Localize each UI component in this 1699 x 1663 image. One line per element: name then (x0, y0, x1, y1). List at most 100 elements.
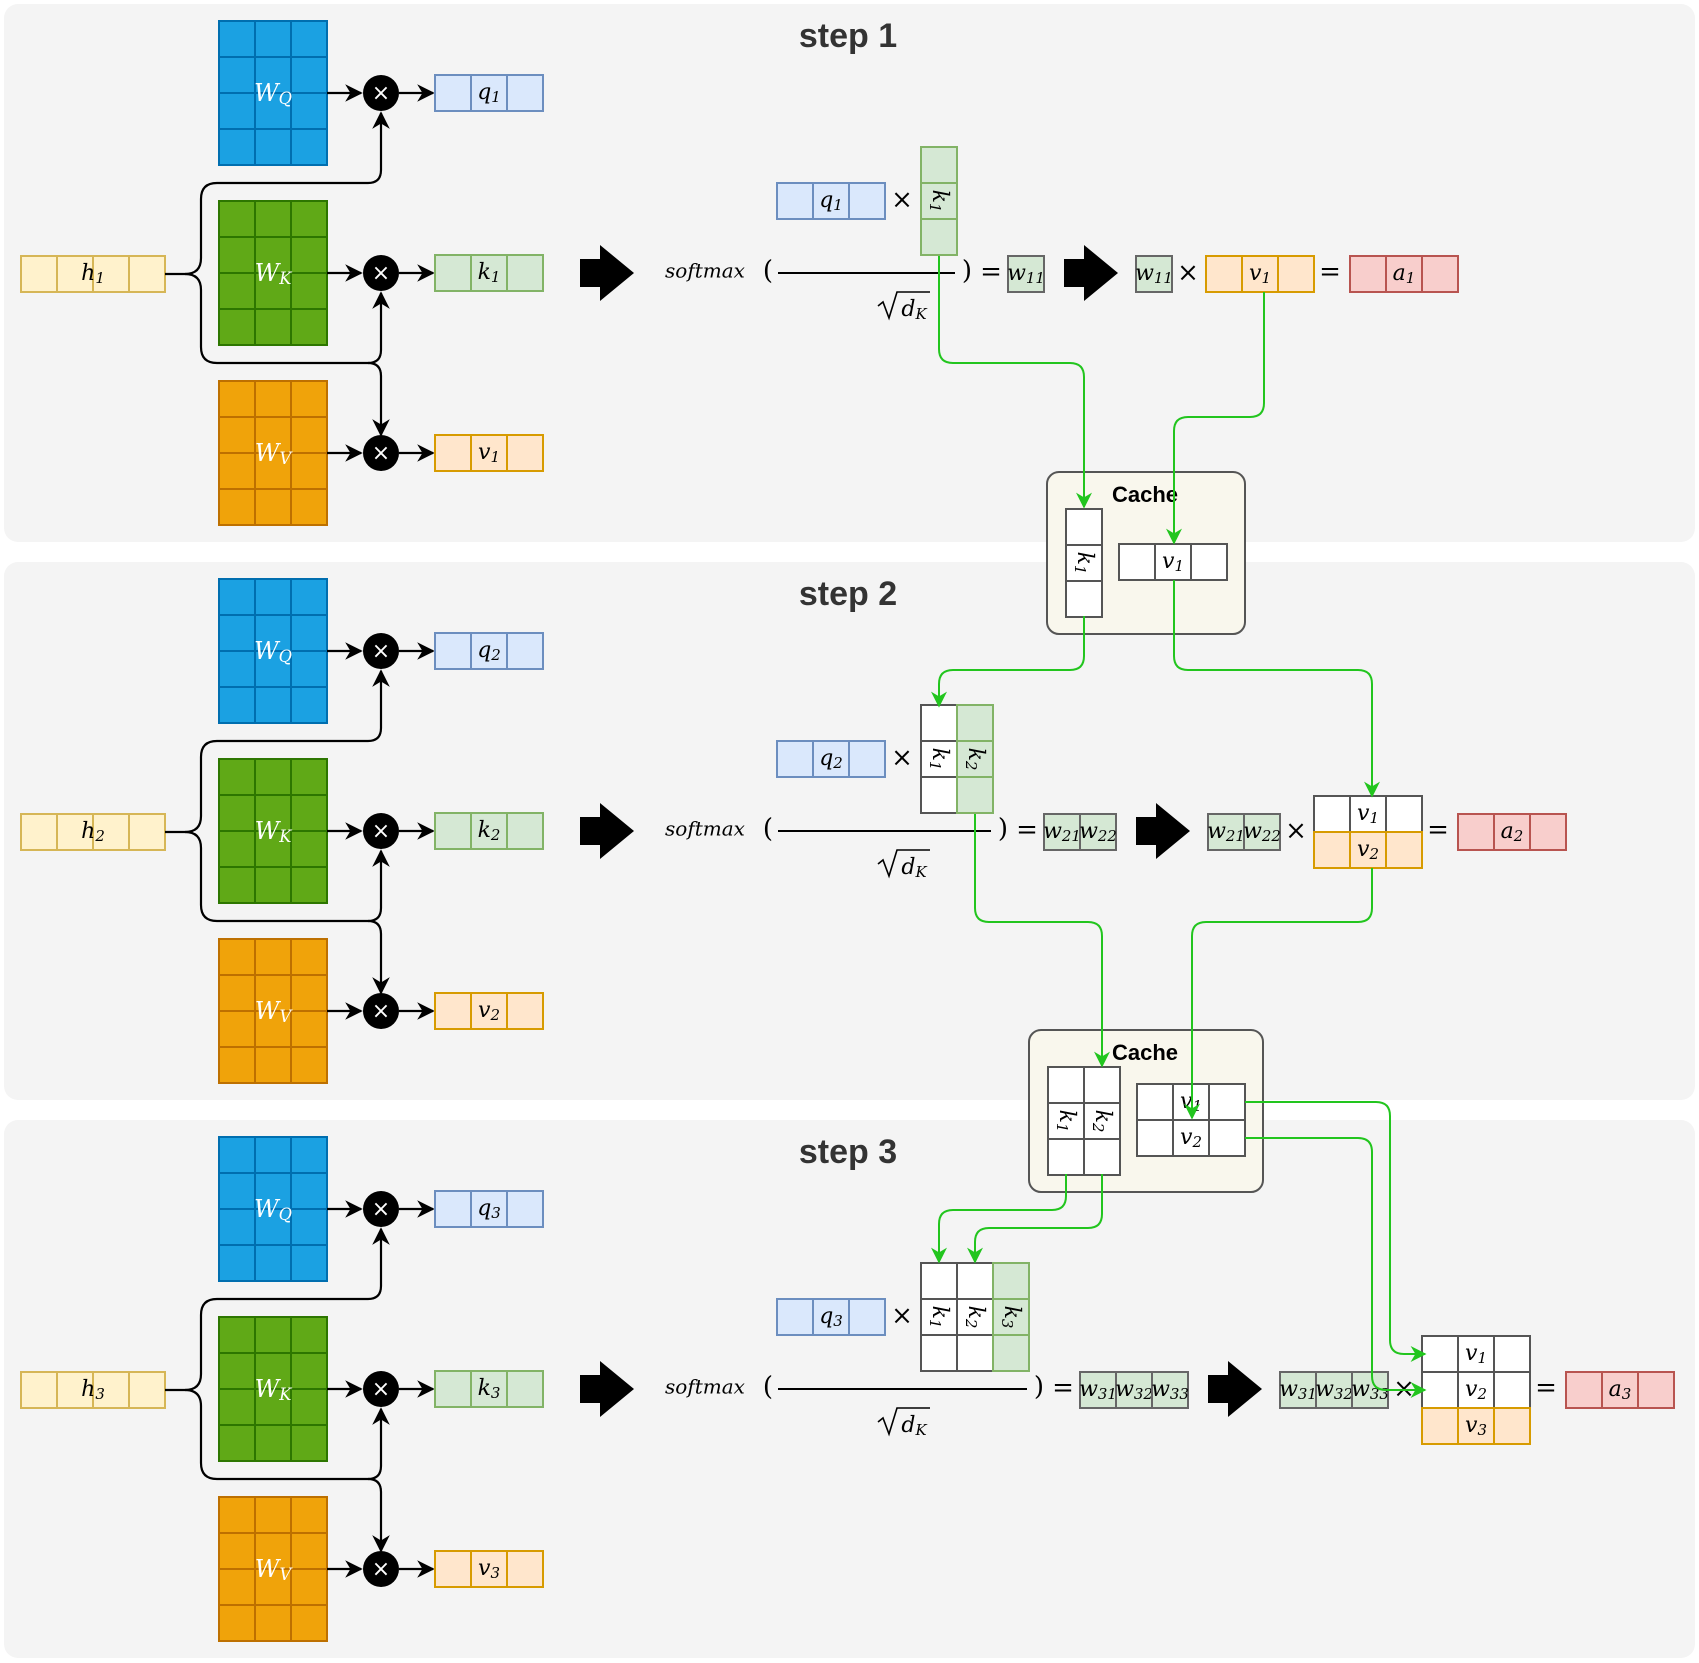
multiply-k: × (363, 813, 399, 849)
wv-matrix: WV (218, 380, 328, 526)
wk-matrix-cell (218, 866, 256, 904)
h-label: h2 (81, 819, 105, 845)
route-to-k (199, 290, 390, 365)
k-vector-cell (434, 1370, 472, 1408)
weight-cell (1243, 813, 1281, 851)
value-row-v2-cell (1421, 1371, 1459, 1409)
wk-matrix-cell (218, 236, 256, 274)
h-vector (20, 813, 166, 851)
wq-matrix-cell (218, 56, 256, 94)
wk-matrix-cell (290, 1352, 328, 1390)
a-vector (1349, 255, 1459, 293)
route-to-k (199, 1406, 390, 1481)
weight-cell (1079, 1371, 1117, 1409)
key-column-k1-cell (920, 1334, 958, 1372)
wv-matrix-cell (218, 1010, 256, 1048)
wv-matrix: WV (218, 938, 328, 1084)
a-vector (1457, 813, 1567, 851)
multiply-glyph: × (372, 81, 390, 106)
v-vector (434, 992, 544, 1030)
wv-matrix-cell (254, 1604, 292, 1642)
key-column-k1-cell (920, 704, 958, 742)
wv-matrix-cell (218, 416, 256, 454)
wk-matrix-cell (254, 1316, 292, 1354)
numerator-q-vector (776, 182, 886, 220)
wv-matrix-cell (290, 488, 328, 526)
multiply-glyph: × (372, 1197, 390, 1222)
cache-key-label-k2: k2 (1089, 1110, 1115, 1133)
sqrt-dk: dK (877, 1407, 930, 1439)
h-vector-cell (20, 813, 58, 851)
numerator-q-vector-cell (848, 182, 886, 220)
wq-matrix: WQ (218, 1136, 328, 1282)
multiply-glyph: × (372, 819, 390, 844)
q-vector-cell (470, 632, 508, 670)
weight2-label-w32: w32 (1315, 1377, 1353, 1403)
weight2-label-w31: w31 (1279, 1377, 1317, 1403)
equals-sign: = (980, 257, 1002, 287)
cache-key-k1-cell (1047, 1138, 1085, 1176)
multiply-glyph: × (372, 1557, 390, 1582)
wv-matrix-cell (218, 1568, 256, 1606)
equals-sign: = (1052, 1373, 1074, 1403)
h-vector-cell (56, 813, 94, 851)
value-row-v1 (1205, 255, 1315, 293)
value-label-v3: v3 (1465, 1413, 1487, 1439)
key-column-k1-cell (920, 218, 958, 256)
cache-key-k2 (1083, 1066, 1121, 1176)
numerator-q-vector-cell (776, 740, 814, 778)
multiply-glyph: × (372, 639, 390, 664)
wq-matrix-cell (290, 1172, 328, 1210)
weight2-label-w11: w11 (1135, 261, 1173, 287)
times-sign: × (891, 185, 913, 215)
wq-matrix: WQ (218, 20, 328, 166)
cache-value-v2-cell (1136, 1119, 1174, 1157)
multiply-glyph: × (372, 999, 390, 1024)
multiply-icon (363, 1371, 399, 1407)
weight-cell (1207, 813, 1245, 851)
numerator-q-vector (776, 1298, 886, 1336)
wk-matrix-cell (218, 1388, 256, 1426)
a-vector-cell (1349, 255, 1387, 293)
key-column-k3-cell (992, 1298, 1030, 1336)
q-vector-cell (434, 1190, 472, 1228)
cache-title: Cache (1112, 1040, 1178, 1065)
multiply-v: × (363, 435, 399, 471)
wv-matrix-cell (290, 1046, 328, 1084)
k-vector-cell (506, 812, 544, 850)
cache-value-v1-cell (1190, 543, 1228, 581)
a-vector-cell (1421, 255, 1459, 293)
key-column-k3-cell (992, 1334, 1030, 1372)
numerator-q-label: q1 (819, 188, 843, 214)
cache-key-label-k1: k1 (1053, 1110, 1079, 1133)
wk-matrix-cell (290, 1388, 328, 1426)
route-to-q (165, 111, 390, 276)
h-vector-cell (128, 813, 166, 851)
wk-matrix-cell (218, 308, 256, 346)
wq-matrix-cell (218, 128, 256, 166)
wq-matrix-cell (290, 128, 328, 166)
wq-matrix-cell (218, 686, 256, 724)
k-vector-cell (506, 254, 544, 292)
route-to-v (367, 919, 390, 995)
q-label: q1 (477, 80, 501, 106)
wv-matrix-cell (290, 380, 328, 418)
key-label-k3: k3 (998, 1306, 1024, 1329)
value-row-v2 (1421, 1371, 1531, 1409)
v-vector-cell (434, 1550, 472, 1588)
numerator-q-label: q3 (819, 1304, 843, 1330)
value-label-v2: v2 (1357, 837, 1379, 863)
cache-value-v1-cell (1136, 1083, 1174, 1121)
cache-v2-to-step3-arrow (1245, 1137, 1427, 1398)
close-paren: ) (962, 256, 972, 286)
wv-matrix-cell (218, 488, 256, 526)
a-vector-cell (1529, 813, 1567, 851)
multiply-k: × (363, 255, 399, 291)
q-vector (434, 1190, 544, 1228)
step-title: step 3 (799, 1133, 897, 1171)
wk-matrix-cell (290, 200, 328, 238)
big-arrow-icon (1064, 245, 1118, 301)
cache-k2-to-step3-arrow (967, 1174, 1103, 1264)
q-vector-cell (506, 1190, 544, 1228)
